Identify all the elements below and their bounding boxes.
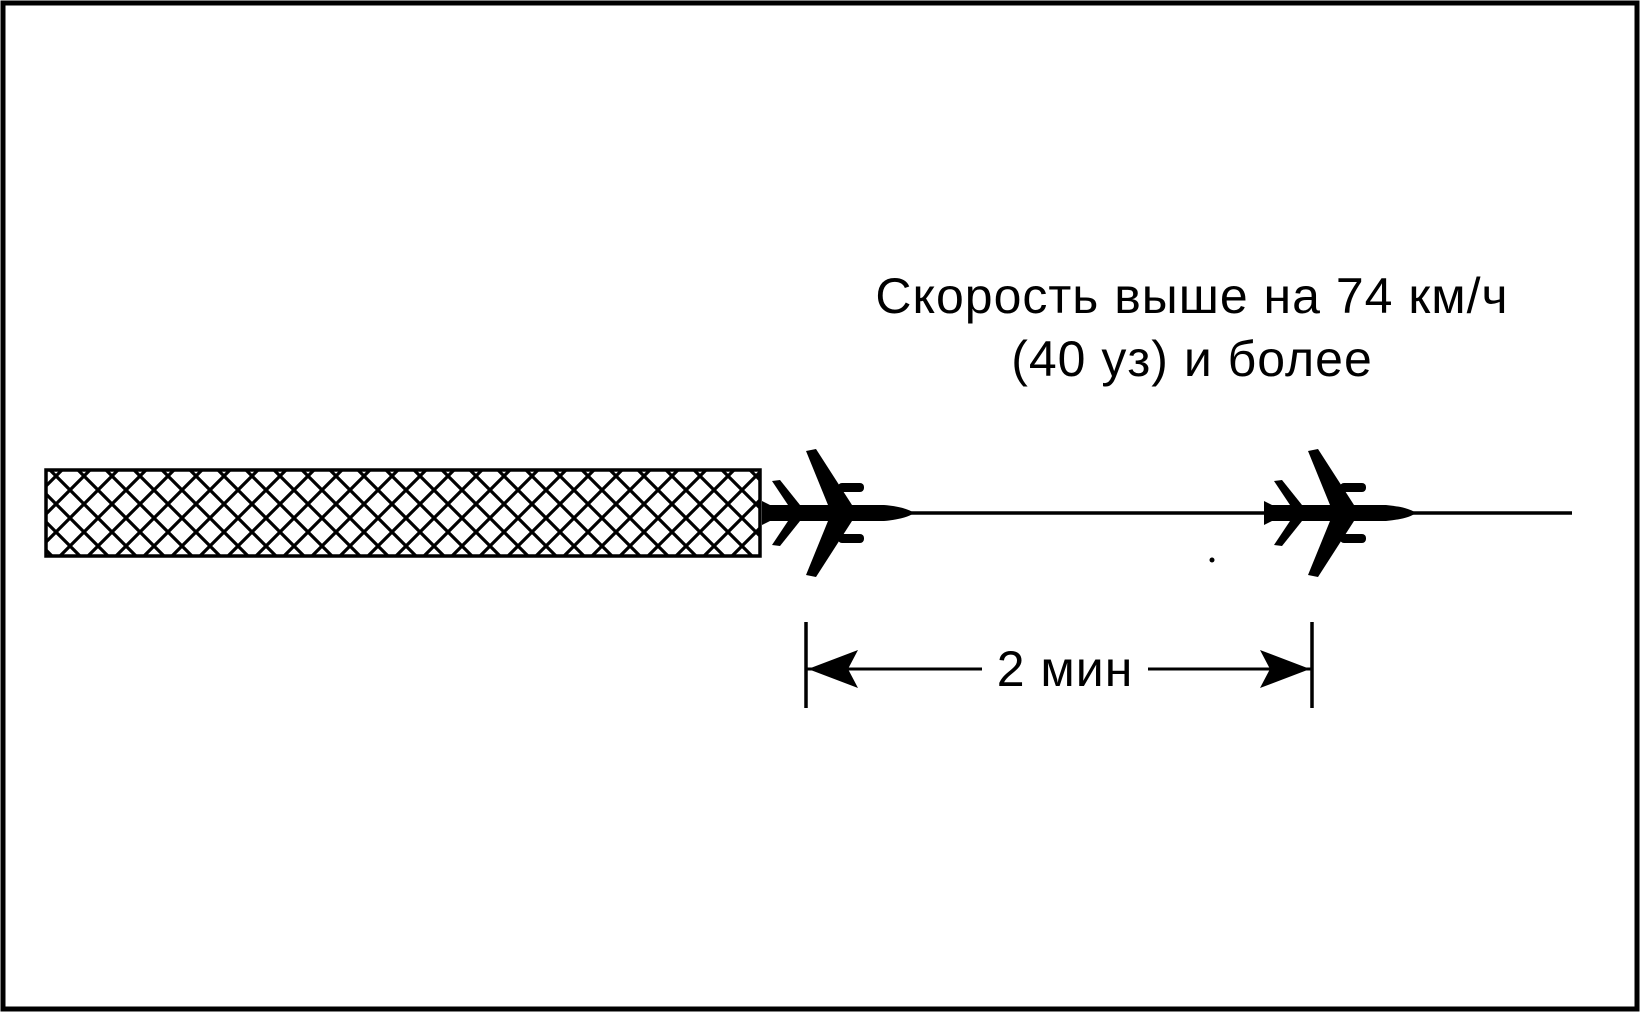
arrow-left-icon xyxy=(808,650,858,688)
runway-icon xyxy=(44,468,762,558)
interval-label: 2 мин xyxy=(997,641,1134,697)
speck-mark xyxy=(1209,557,1215,563)
arrow-right-icon xyxy=(1260,650,1310,688)
first-aircraft-icon xyxy=(762,449,914,577)
speed-caption-line2: (40 уз) и более xyxy=(1011,331,1373,387)
second-aircraft-icon xyxy=(1264,449,1416,577)
speed-caption-line1: Скорость выше на 74 км/ч xyxy=(875,268,1508,324)
interval-dimension: 2 мин xyxy=(804,622,1314,708)
